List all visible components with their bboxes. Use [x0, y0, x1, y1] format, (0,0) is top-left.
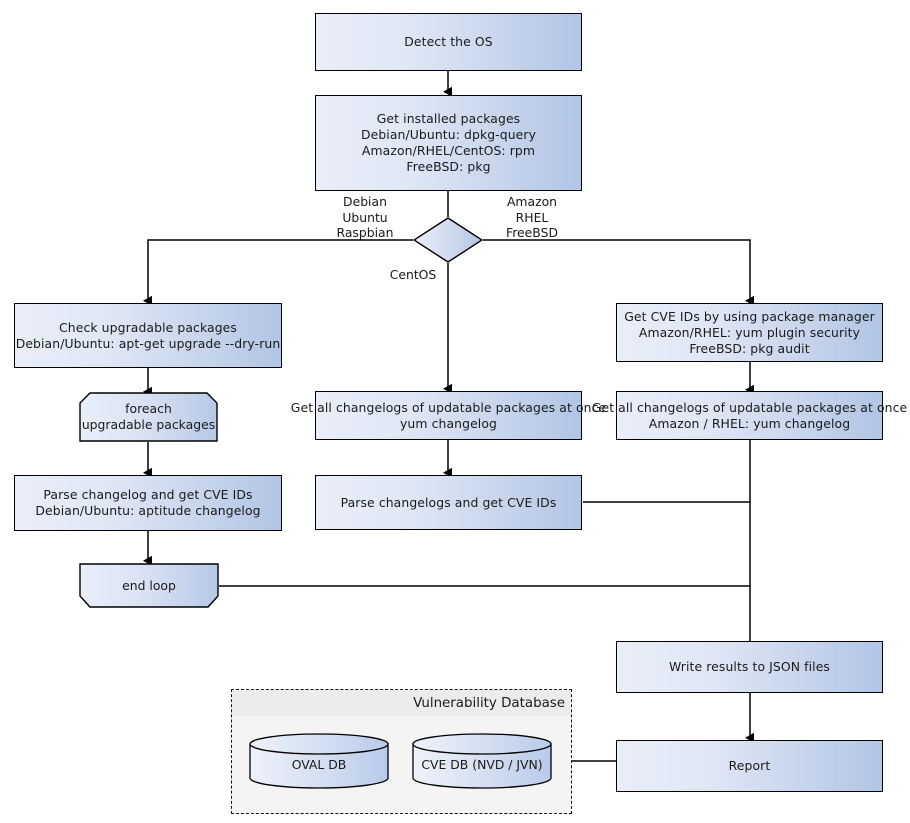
node-os-decision[interactable] [413, 217, 483, 263]
node-parse-changelog-debian-line2: Debian/Ubuntu: aptitude changelog [35, 503, 261, 518]
node-get-cve-ids-pkgmgr[interactable]: Get CVE IDs by using package manager Ama… [616, 303, 883, 362]
node-end-loop[interactable]: end loop [79, 563, 219, 608]
node-get-cve-ids-pkgmgr-line1: Get CVE IDs by using package manager [624, 308, 875, 324]
node-detect-os-label: Detect the OS [404, 34, 493, 49]
node-get-cve-ids-pkgmgr-line2: Amazon/RHEL: yum plugin security [638, 324, 861, 340]
edge-label-center-branch: CentOS [389, 267, 437, 282]
vulnerability-database-title: Vulnerability Database [413, 695, 565, 711]
db-cylinder-cve[interactable]: CVE DB (NVD / JVN) [412, 733, 552, 789]
node-foreach-loop-line2: upgradable packages [81, 417, 216, 432]
node-parse-changelogs-centos[interactable]: Parse changelogs and get CVE IDs [315, 475, 582, 530]
node-get-installed-packages-line2: Debian/Ubuntu: dpkg-query [360, 127, 537, 142]
node-check-upgradable[interactable]: Check upgradable packages Debian/Ubuntu:… [14, 303, 282, 368]
node-end-loop-label: end loop [122, 577, 176, 593]
edge-right-branch [483, 239, 754, 306]
node-get-installed-packages[interactable]: Get installed packages Debian/Ubuntu: dp… [315, 95, 582, 191]
node-parse-changelog-debian-line1: Parse changelog and get CVE IDs [43, 487, 253, 502]
node-changelogs-rhel[interactable]: Get all changelogs of updatable packages… [592, 391, 907, 440]
edge-label-right-branch: Amazon RHEL FreeBSD [506, 194, 558, 240]
node-parse-changelogs-centos-label: Parse changelogs and get CVE IDs [340, 494, 557, 510]
node-get-installed-packages-line4: FreeBSD: pkg [406, 159, 491, 174]
vulnerability-database-title-bar: Vulnerability Database [232, 690, 571, 716]
node-report-label: Report [728, 758, 771, 773]
node-foreach-loop[interactable]: foreach upgradable packages [79, 392, 218, 442]
node-detect-os[interactable]: Detect the OS [315, 13, 582, 71]
node-get-installed-packages-line3: Amazon/RHEL/CentOS: rpm [361, 143, 536, 158]
node-changelogs-rhel-line1: Get all changelogs of updatable packages… [591, 399, 908, 415]
db-cylinder-oval[interactable]: OVAL DB [249, 733, 389, 789]
edge-label-left-branch: Debian Ubuntu Raspbian [336, 194, 394, 240]
node-changelogs-centos-line1: Get all changelogs of updatable packages… [290, 399, 607, 415]
node-write-results-label: Write results to JSON files [669, 659, 830, 674]
edge-left-branch [143, 239, 413, 306]
node-get-installed-packages-line1: Get installed packages [376, 111, 521, 126]
node-check-upgradable-line1: Check upgradable packages [59, 319, 237, 335]
node-changelogs-centos-line2: yum changelog [400, 415, 497, 431]
node-get-cve-ids-pkgmgr-line3: FreeBSD: pkg audit [689, 340, 810, 356]
node-foreach-loop-line1: foreach [125, 401, 172, 416]
node-changelogs-rhel-line2: Amazon / RHEL: yum changelog [648, 415, 851, 431]
db-cylinder-cve-label: CVE DB (NVD / JVN) [421, 757, 543, 772]
node-changelogs-centos[interactable]: Get all changelogs of updatable packages… [291, 391, 606, 440]
node-write-results[interactable]: Write results to JSON files [616, 641, 883, 693]
node-check-upgradable-line2: Debian/Ubuntu: apt-get upgrade --dry-run [15, 335, 281, 351]
node-report[interactable]: Report [616, 740, 883, 792]
node-parse-changelog-debian[interactable]: Parse changelog and get CVE IDs Debian/U… [14, 475, 282, 531]
db-cylinder-oval-label: OVAL DB [291, 757, 347, 772]
